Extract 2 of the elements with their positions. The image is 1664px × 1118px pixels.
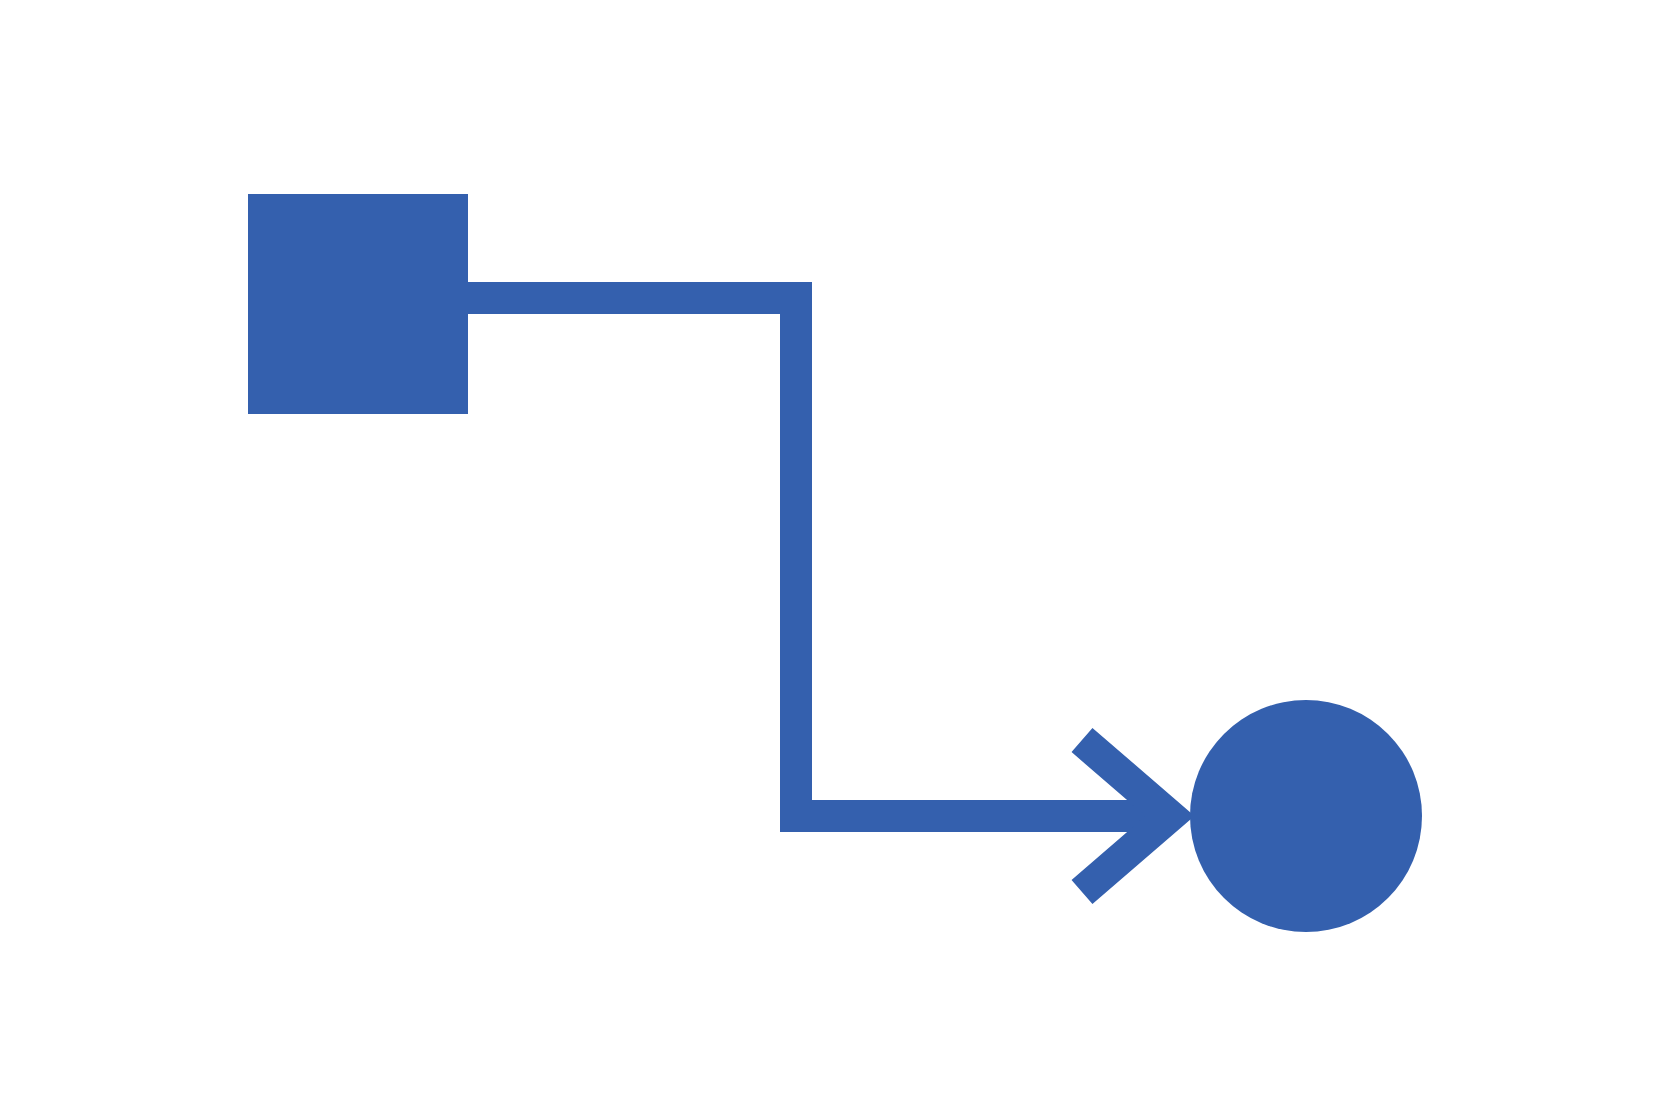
elbow-arrow	[468, 282, 1186, 908]
start-square	[248, 194, 468, 414]
